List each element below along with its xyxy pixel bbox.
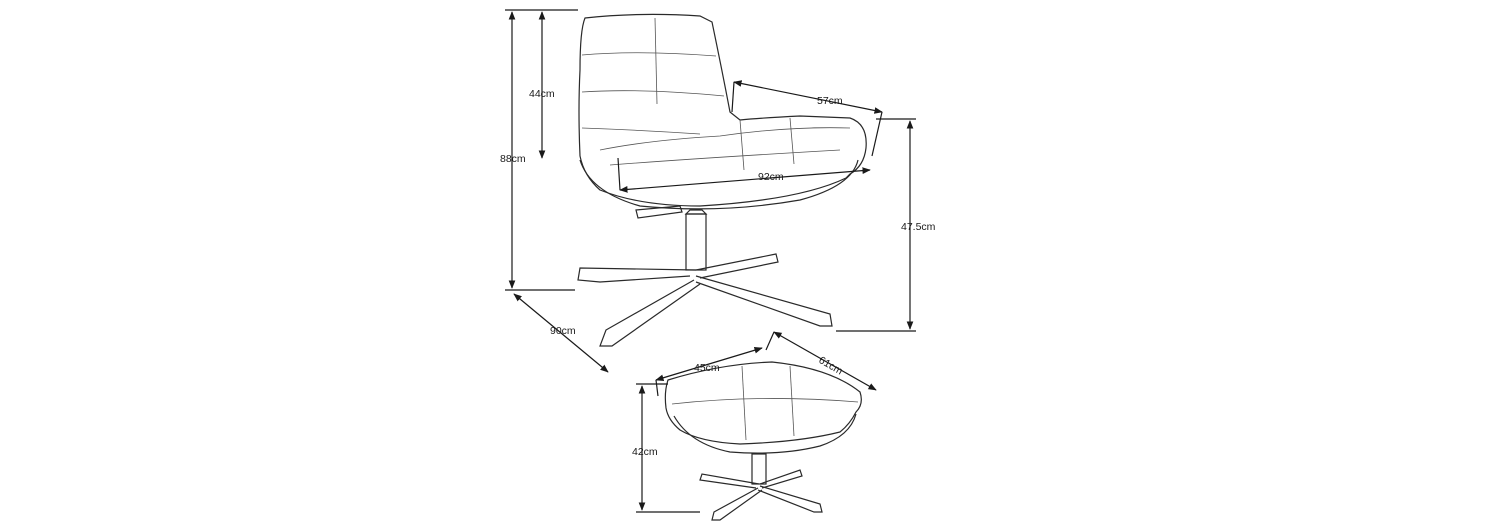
footstool-drawing <box>664 361 862 521</box>
label-armchair-seat-height: 47.5cm <box>901 221 936 233</box>
dimension-footstool-height: 42cm <box>632 383 700 513</box>
label-footstool-height: 42cm <box>632 446 658 458</box>
dimension-armchair-backrest-height: 44cm <box>529 11 555 159</box>
label-armchair-seat-depth: 57cm <box>817 95 843 107</box>
armchair-drawing <box>577 13 867 347</box>
dimension-armchair-seat-depth: 57cm <box>731 80 883 157</box>
dimension-footstool-width: 45cm <box>655 346 763 397</box>
armchair-seat-cushion <box>599 127 851 151</box>
footstool-star-base <box>699 469 823 521</box>
label-armchair-width: 92cm <box>758 171 784 183</box>
dimension-armchair-overall-height: 88cm <box>500 9 578 291</box>
label-armchair-backrest-height: 44cm <box>529 88 555 100</box>
armchair-swivel-column <box>685 213 707 271</box>
footstool-column <box>751 453 767 485</box>
label-armchair-depth: 90cm <box>550 325 576 337</box>
footstool-cushion <box>664 361 862 445</box>
label-armchair-overall-height: 88cm <box>500 153 526 165</box>
dimension-armchair-depth: 90cm <box>513 293 609 373</box>
dimension-armchair-width: 92cm <box>617 157 871 193</box>
label-footstool-depth: 61cm <box>817 354 845 377</box>
dimension-armchair-seat-height: 47.5cm <box>836 118 936 332</box>
dimension-footstool-depth: 61cm <box>765 331 877 391</box>
armchair-star-base <box>577 253 833 347</box>
label-footstool-width: 45cm <box>694 362 720 374</box>
armchair-backrest <box>578 13 867 207</box>
